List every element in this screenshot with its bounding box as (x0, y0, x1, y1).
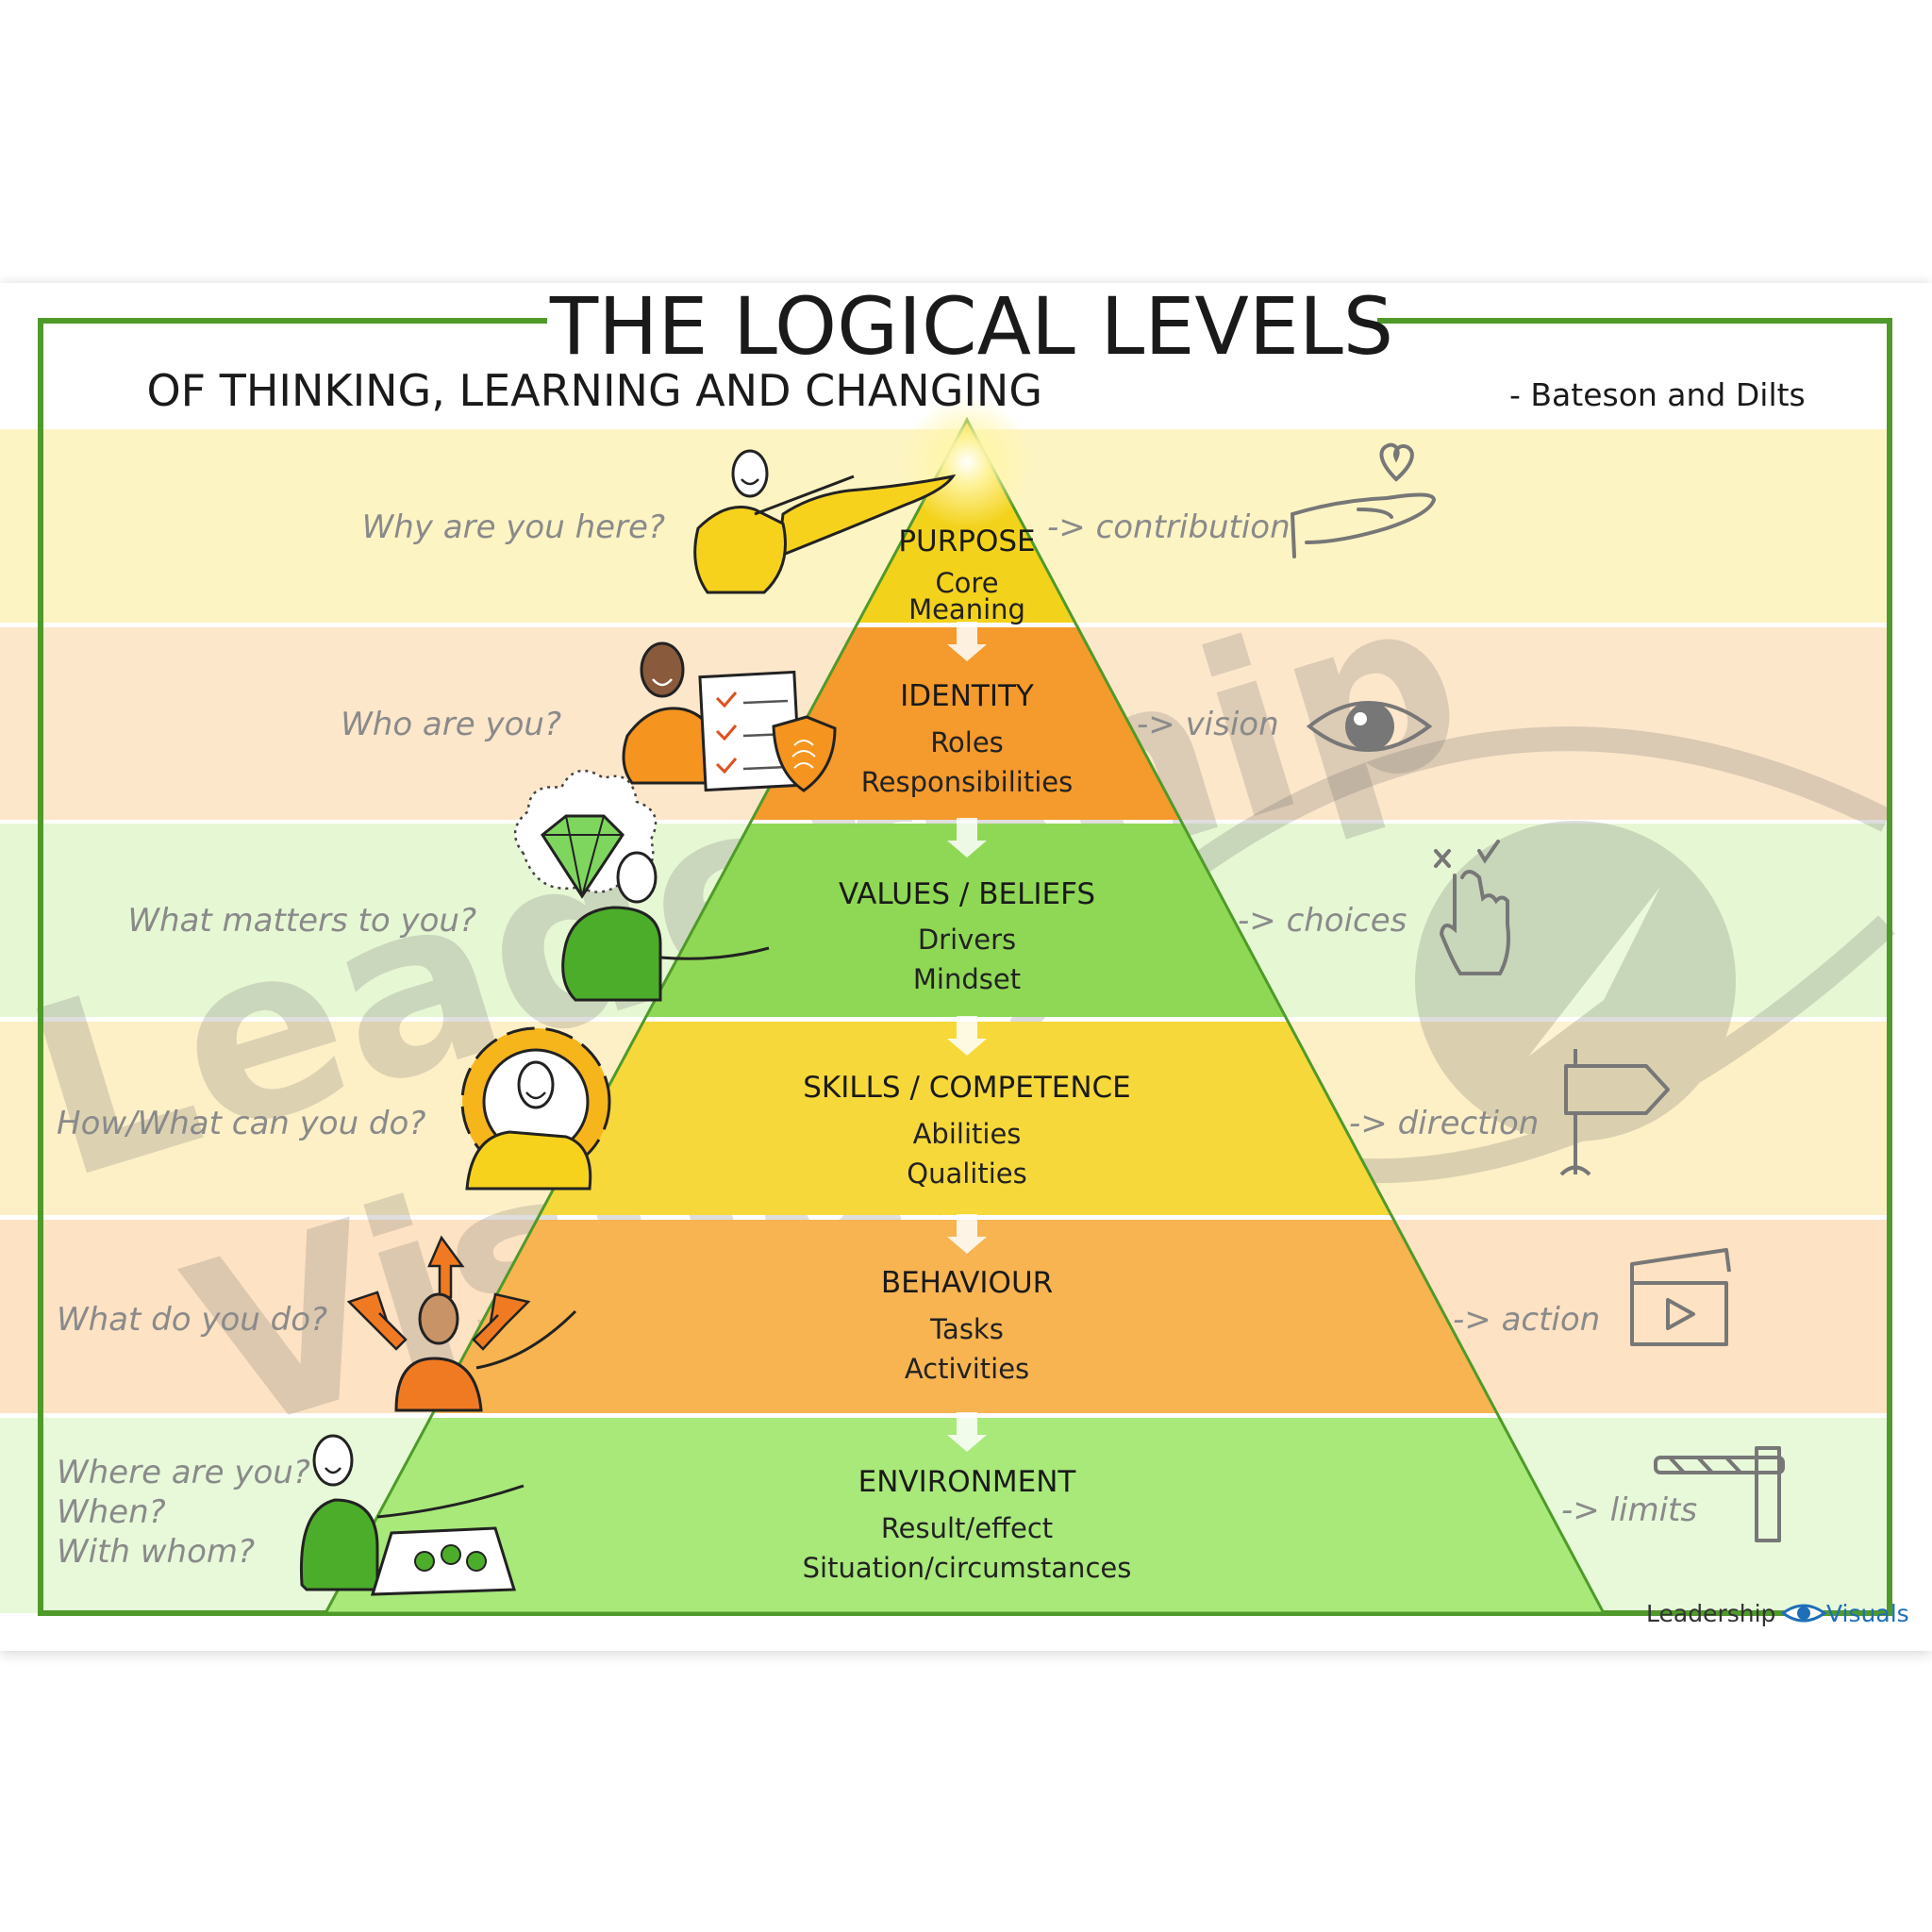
down-arrow-behaviour (947, 1214, 987, 1254)
purpose-person-pointing-illustration (693, 449, 957, 594)
level-name-behaviour: BEHAVIOUR (881, 1266, 1053, 1300)
logo-text-leadership: Leadership (1646, 1600, 1775, 1627)
values-person-diamond-illustration (514, 769, 770, 1002)
crossed-fingers-icon (1434, 840, 1510, 975)
question-purpose: Why are you here? (362, 508, 665, 546)
level-sub1-values: Drivers (918, 924, 1016, 956)
level-name-identity: IDENTITY (900, 679, 1034, 713)
level-sub2-purpose: Meaning (908, 593, 1025, 625)
clapperboard-icon (1630, 1248, 1731, 1346)
level-sub1-environment: Result/effect (881, 1512, 1053, 1544)
question-environment-where: Where are you? (57, 1454, 310, 1491)
pyramid-tier-behaviour (432, 1220, 1497, 1413)
page-credit: - Bateson and Dilts (1509, 376, 1806, 413)
level-sub1-skills: Abilities (913, 1118, 1022, 1150)
level-name-skills: SKILLS / COMPETENCE (803, 1071, 1131, 1105)
question-behaviour: What do you do? (57, 1301, 327, 1339)
apex-glow (901, 396, 1033, 528)
level-sub2-identity: Responsibilities (861, 766, 1073, 798)
pyramid-outline (323, 416, 1607, 1615)
down-arrow-environment (947, 1412, 987, 1452)
level-sub2-skills: Qualities (907, 1158, 1026, 1190)
page-title: THE LOGICAL LEVELS (549, 280, 1393, 373)
barrier-gate-icon (1654, 1446, 1785, 1542)
pyramid-tier-identity (752, 627, 1181, 820)
environment-person-map-illustration (299, 1434, 525, 1596)
outcome-vision: -> vision (1137, 706, 1279, 743)
down-arrow-values (947, 818, 987, 858)
outcomes: -> contribution -> vision -> choices -> … (1047, 508, 1697, 1529)
level-sub1-identity: Roles (930, 726, 1004, 758)
outcome-action: -> action (1453, 1301, 1600, 1339)
page-subtitle: OF THINKING, LEARNING AND CHANGING (146, 365, 1042, 416)
skills-person-gear-illustration (460, 1026, 611, 1191)
level-arrows (947, 622, 987, 1452)
level-sub1-behaviour: Tasks (929, 1313, 1004, 1345)
pyramid-tier-values (645, 824, 1286, 1017)
pyramid-tier-environment (325, 1418, 1604, 1613)
level-sub2-values: Mindset (913, 963, 1021, 995)
question-values: What matters to you? (127, 902, 476, 940)
level-name-purpose: PURPOSE (898, 525, 1035, 558)
level-labels: PURPOSE Core Meaning IDENTITY Roles Resp… (803, 525, 1132, 1584)
down-arrow-skills (947, 1016, 987, 1056)
question-environment-whom: With whom? (57, 1533, 255, 1571)
down-arrow-identity (947, 622, 987, 661)
pyramid (323, 416, 1607, 1615)
level-sub2-environment: Situation/circumstances (803, 1552, 1132, 1584)
level-name-environment: ENVIRONMENT (858, 1465, 1077, 1499)
hand-heart-icon (1291, 442, 1437, 558)
outcome-choices: -> choices (1238, 902, 1407, 940)
identity-person-checklist-illustration (622, 641, 837, 792)
level-sub1-purpose: Core (935, 567, 998, 599)
logo-eye-icon (1780, 1604, 1827, 1623)
logo-text-visuals: Visuals (1826, 1600, 1909, 1627)
brand-logo: Leadership Visuals (1646, 1600, 1909, 1627)
behaviour-person-arrows-illustration (346, 1235, 577, 1412)
questions: Why are you here? Who are you? What matt… (57, 508, 665, 1571)
outcome-direction: -> direction (1349, 1105, 1539, 1142)
question-environment-when: When? (57, 1493, 166, 1531)
pyramid-tier-skills (539, 1022, 1391, 1215)
level-sub2-behaviour: Activities (905, 1353, 1029, 1385)
title-mask (547, 302, 1377, 340)
outcome-contribution: -> contribution (1047, 508, 1291, 546)
signpost-icon (1559, 1049, 1670, 1176)
level-name-values: VALUES / BELIEFS (839, 877, 1095, 911)
question-skills: How/What can you do? (57, 1105, 425, 1142)
outcome-limits: -> limits (1561, 1491, 1697, 1529)
question-identity: Who are you? (341, 706, 561, 743)
eye-icon (1306, 701, 1433, 752)
